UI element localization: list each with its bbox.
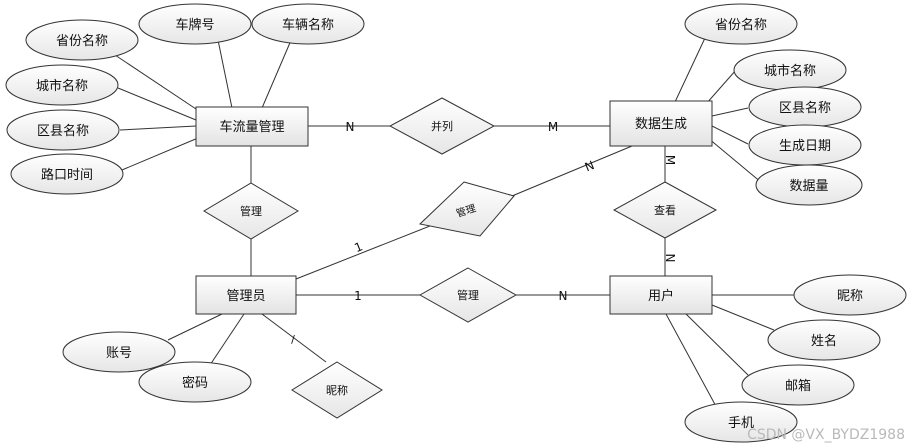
attr-traffic-district-label: 区县名称 bbox=[37, 123, 89, 139]
relationship-manage-left[interactable]: 管理 bbox=[203, 182, 299, 240]
attr-admin-account[interactable]: 账号 bbox=[62, 331, 176, 373]
relationship-view[interactable]: 查看 bbox=[612, 181, 718, 239]
attr-traffic-province[interactable]: 省份名称 bbox=[25, 19, 139, 61]
relationship-manage-diagonal[interactable]: 管理 bbox=[418, 181, 515, 237]
attr-admin-password[interactable]: 密码 bbox=[138, 361, 252, 403]
attr-user-name[interactable]: 姓名 bbox=[767, 319, 881, 361]
entity-administrator[interactable]: 管理员 bbox=[195, 275, 297, 315]
entity-data-generation[interactable]: 数据生成 bbox=[609, 100, 713, 147]
attr-admin-account-label: 账号 bbox=[106, 346, 132, 361]
attr-datagen-amount-label: 数据量 bbox=[789, 179, 828, 194]
cardinality-traffic-merge: N bbox=[346, 120, 355, 134]
attr-datagen-district-label: 区县名称 bbox=[779, 100, 831, 116]
attr-traffic-city-label: 城市名称 bbox=[36, 78, 88, 94]
attr-user-phone-label: 手机 bbox=[728, 416, 754, 431]
attr-traffic-district[interactable]: 区县名称 bbox=[6, 109, 120, 151]
cardinality-admin-mid: 1 bbox=[354, 289, 362, 303]
entity-administrator-label: 管理员 bbox=[226, 289, 265, 304]
relationship-manage-left-label: 管理 bbox=[240, 204, 262, 218]
attr-traffic-city[interactable]: 城市名称 bbox=[5, 64, 119, 106]
attr-user-email[interactable]: 邮箱 bbox=[741, 364, 855, 406]
attr-datagen-province[interactable]: 省份名称 bbox=[684, 3, 798, 45]
attr-traffic-province-label: 省份名称 bbox=[56, 33, 108, 49]
cardinality-mid-user: N bbox=[559, 289, 568, 303]
relationship-merge-label: 并列 bbox=[431, 119, 453, 133]
watermark: CSDN @VX_BYDZ1988 bbox=[747, 427, 905, 443]
entity-user[interactable]: 用户 bbox=[609, 275, 713, 315]
entity-traffic-management[interactable]: 车流量管理 bbox=[195, 106, 309, 147]
cardinality-diag-datagen: N bbox=[583, 158, 597, 174]
cardinality-admin-diag: 1 bbox=[352, 239, 364, 255]
entity-user-label: 用户 bbox=[648, 288, 674, 304]
attr-traffic-vehicle-label: 车辆名称 bbox=[282, 17, 334, 33]
attr-user-phone[interactable]: 手机 bbox=[684, 401, 798, 443]
relationship-admin-nickname-label: 昵称 bbox=[326, 383, 348, 397]
entity-data-generation-label: 数据生成 bbox=[635, 117, 687, 132]
relationship-admin-nickname[interactable]: 昵称 bbox=[291, 361, 383, 419]
attr-user-nickname[interactable]: 昵称 bbox=[793, 274, 907, 316]
attr-traffic-plate[interactable]: 车牌号 bbox=[138, 3, 252, 45]
attr-datagen-city[interactable]: 城市名称 bbox=[733, 49, 847, 91]
attr-traffic-vehicle[interactable]: 车辆名称 bbox=[251, 3, 365, 45]
cardinality-view-user: N bbox=[663, 254, 677, 263]
attr-datagen-province-label: 省份名称 bbox=[715, 17, 767, 33]
relationship-manage-middle-label: 管理 bbox=[457, 288, 479, 302]
entity-traffic-management-label: 车流量管理 bbox=[219, 119, 284, 135]
attr-admin-password-label: 密码 bbox=[182, 375, 208, 391]
relationship-view-label: 查看 bbox=[654, 203, 676, 217]
attr-traffic-time-label: 路口时间 bbox=[41, 167, 93, 183]
cardinality-datagen-view: M bbox=[663, 155, 677, 165]
attr-datagen-date-label: 生成日期 bbox=[779, 139, 831, 154]
connectors bbox=[114, 37, 796, 411]
cardinality-merge-datagen: M bbox=[548, 120, 558, 134]
attr-traffic-plate-label: 车牌号 bbox=[175, 17, 214, 33]
attr-user-email-label: 邮箱 bbox=[785, 378, 811, 394]
attr-traffic-time[interactable]: 路口时间 bbox=[10, 153, 124, 195]
attr-user-nickname-label: 昵称 bbox=[837, 289, 863, 304]
attr-datagen-date[interactable]: 生成日期 bbox=[748, 124, 862, 166]
relationship-manage-middle[interactable]: 管理 bbox=[418, 267, 518, 323]
relationship-merge[interactable]: 并列 bbox=[388, 97, 496, 155]
attr-datagen-amount[interactable]: 数据量 bbox=[755, 164, 863, 206]
attr-user-name-label: 姓名 bbox=[811, 333, 837, 349]
cardinality-admin-nickname: / bbox=[291, 333, 295, 346]
attr-datagen-district[interactable]: 区县名称 bbox=[748, 86, 862, 128]
attr-datagen-city-label: 城市名称 bbox=[764, 63, 816, 79]
